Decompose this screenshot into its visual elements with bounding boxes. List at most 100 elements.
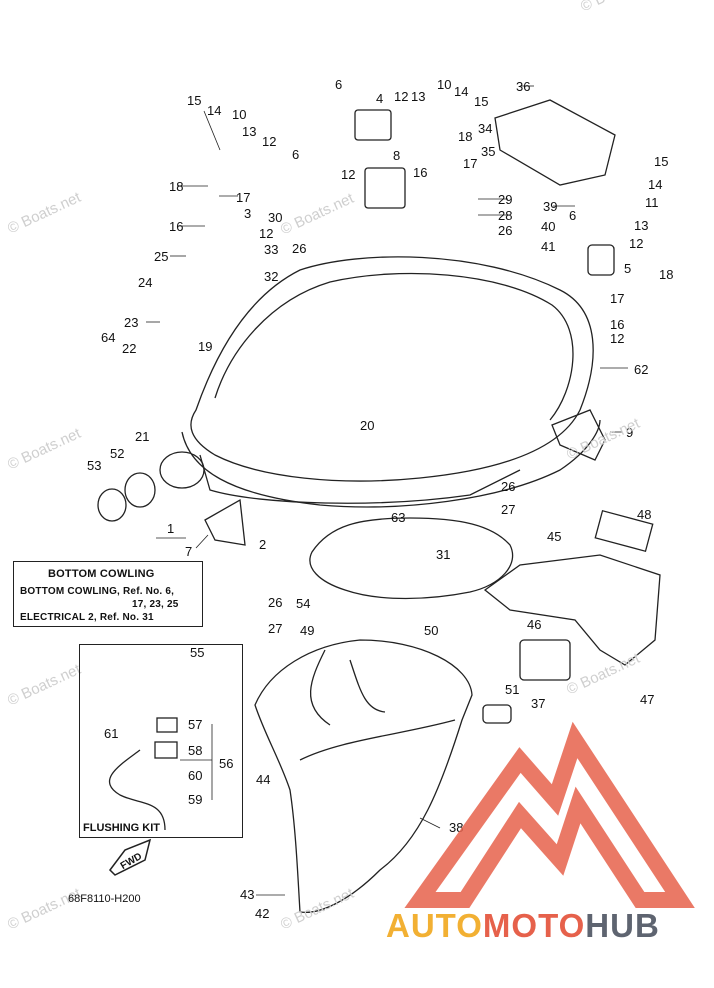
flushing-kit-box [79,644,243,838]
flush-coupler-58 [154,741,178,759]
callout-number: 17 [236,190,251,205]
callout-number: 18 [169,179,184,194]
callout-number: 53 [87,458,102,473]
callout-number: 12 [394,89,409,104]
callout-number: 29 [498,192,513,207]
part-code: 68F8110-H200 [68,893,141,905]
callout-number: 28 [498,208,513,223]
callout-number: 10 [232,107,247,122]
callout-number: 27 [501,502,516,517]
callout-number: 51 [505,682,520,697]
callout-number: 5 [624,261,632,276]
callout-number: 20 [360,418,375,433]
bracket-45 [483,554,661,666]
note-line-3: 17, 23, 25 [132,599,179,610]
callout-number: 12 [341,167,356,182]
callout-number: 37 [531,696,546,711]
callout-number: 23 [124,315,139,330]
callout-number: 17 [463,156,478,171]
callout-number: 17 [610,291,625,306]
fwd-arrow [109,838,152,876]
callout-number: 63 [391,510,406,525]
callout-number: 32 [264,269,279,284]
note-line-2: BOTTOM COWLING, Ref. No. 6, [20,586,175,597]
callout-number: 15 [187,93,202,108]
callout-number: 52 [110,446,125,461]
logo-text-auto: AUTO [386,907,483,944]
bracket-8 [364,167,406,209]
callout-number: 33 [264,242,279,257]
flush-coupler-57 [156,717,178,733]
hose-50 [349,659,386,713]
callout-number: 39 [543,199,558,214]
clamp-53 [97,488,127,522]
callout-number: 31 [436,547,451,562]
callout-number: 58 [188,743,203,758]
callout-number: 7 [185,544,193,559]
callout-number: 62 [634,362,649,377]
callout-number: 34 [478,121,493,136]
callout-number: 18 [659,267,674,282]
callout-number: 36 [516,79,531,94]
callout-number: 26 [292,241,307,256]
seal-54 [309,517,514,600]
note-line-1: BOTTOM COWLING [48,568,155,580]
lower-case [254,639,473,914]
cowling-base [199,454,521,504]
clamp-52 [124,472,156,508]
callout-number: 50 [424,623,439,638]
callout-number: 24 [138,275,153,290]
callout-number: 40 [541,219,556,234]
callout-number: 38 [449,820,464,835]
callout-number: 57 [188,717,203,732]
callout-number: 43 [240,887,255,902]
callout-number: 13 [411,89,426,104]
callout-number: 12 [629,236,644,251]
callout-number: 42 [255,906,270,921]
hose-49 [309,649,331,726]
callout-number: 16 [610,317,625,332]
bracket-5 [587,244,615,276]
callout-number: 60 [188,768,203,783]
callout-number: 35 [481,144,496,159]
part-37 [519,639,571,681]
callout-number: 47 [640,692,655,707]
automotohub-logo-text: AUTOMOTOHUB [386,907,660,945]
cowling-inner-lip [214,272,574,421]
callout-number: 55 [190,645,205,660]
callout-number: 12 [262,134,277,149]
callout-number: 59 [188,792,203,807]
part-9 [551,409,606,461]
callout-number: 2 [259,537,267,552]
callout-number: 10 [437,77,452,92]
callout-number: 26 [268,595,283,610]
callout-number: 61 [104,726,119,741]
callout-number: 12 [610,331,625,346]
callout-number: 54 [296,596,311,611]
callout-number: 14 [648,177,663,192]
callout-number: 64 [101,330,116,345]
callout-number: 4 [376,91,384,106]
cowling-rim [181,419,601,508]
gasket-48 [594,509,654,553]
callout-number: 14 [207,103,222,118]
callout-number: 13 [242,124,257,139]
note-line-4: ELECTRICAL 2, Ref. No. 31 [20,612,154,623]
callout-number: 27 [268,621,283,636]
callout-number: 30 [268,210,283,225]
callout-number: 25 [154,249,169,264]
flush-hose [108,749,166,831]
callout-number: 19 [198,339,213,354]
bottom-cowling-shell [190,256,594,482]
callout-number: 45 [547,529,562,544]
callout-number: 6 [569,208,577,223]
callout-number: 18 [458,129,473,144]
callout-number: 22 [122,341,137,356]
callout-number: 13 [634,218,649,233]
part-7 [204,498,246,546]
lower-case-inner [299,719,456,761]
logo-text-moto: MOTO [482,907,586,944]
callout-number: 49 [300,623,315,638]
